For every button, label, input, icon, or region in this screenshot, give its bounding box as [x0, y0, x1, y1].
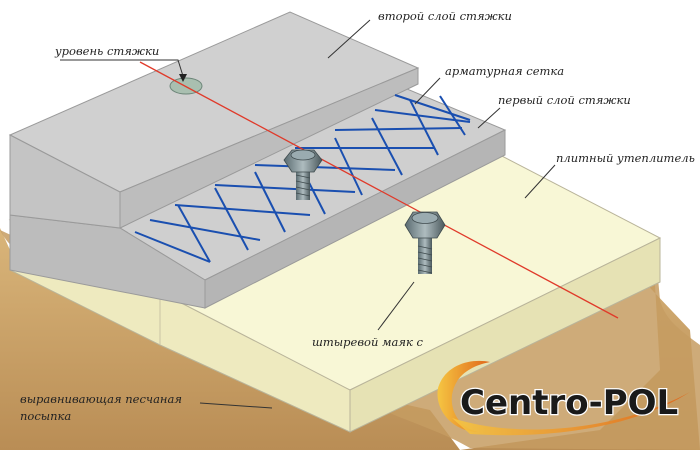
label-second-layer: второй слой стяжки [378, 9, 512, 23]
insulation-right-face [349, 237, 661, 433]
sand-layer [0, 228, 700, 450]
label-mesh: арматурная сетка [445, 64, 564, 78]
label-pin-beacon: штыревой маяк с [312, 335, 424, 349]
pin-beacon-bolt-1 [283, 149, 323, 200]
label-first-layer: первый слой стяжки [498, 93, 631, 107]
label-insulation: плитный утеплитель [556, 151, 695, 165]
label-sand-line2: посыпка [20, 409, 71, 423]
pin-beacon-bolt-2 [404, 211, 446, 274]
second-layer-left [9, 134, 121, 229]
logo-text: Centro-POL [460, 383, 678, 423]
centro-pol-logo: Centro-POL [437, 360, 690, 436]
screed-level-line [139, 61, 619, 319]
reinforcement-mesh [134, 94, 471, 263]
level-arrow-icon [179, 74, 187, 82]
label-sand-line1: выравнивающая песчаная [20, 392, 182, 406]
label-screed-level: уровень стяжки [54, 44, 159, 58]
sand-edge [0, 230, 700, 450]
leader-lines [60, 19, 556, 409]
